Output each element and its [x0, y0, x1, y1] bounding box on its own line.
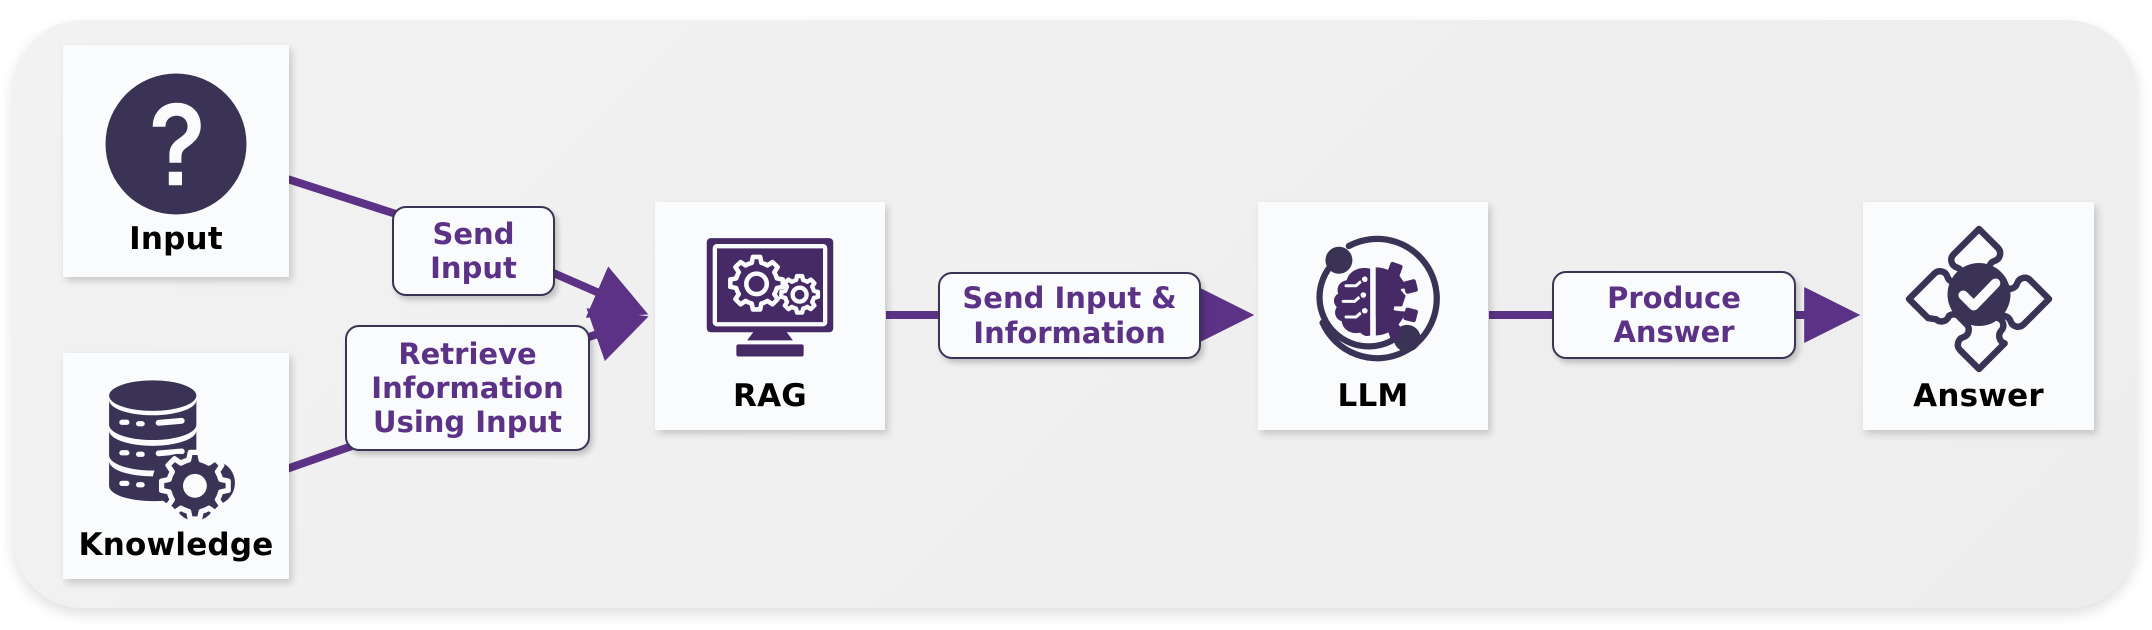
edge-label-produce-answer[interactable]: Produce Answer [1552, 271, 1796, 359]
edge-label-retrieve-line2: Information [371, 370, 564, 405]
node-answer[interactable]: Answer [1863, 202, 2094, 430]
node-llm[interactable]: LLM [1258, 202, 1488, 430]
question-mark-circle-icon [63, 63, 289, 224]
edge-label-send-info-line1: Send Input & [962, 281, 1177, 316]
edge-label-send-input-line2: Input [430, 251, 517, 285]
edge-label-send-input-line1: Send [432, 216, 515, 251]
edge-label-produce-line2: Answer [1613, 315, 1735, 349]
node-rag-label: RAG [733, 378, 807, 414]
edge-label-retrieve-information[interactable]: Retrieve Information Using Input [345, 325, 590, 451]
edge-label-produce-line1: Produce [1607, 280, 1741, 315]
brain-gear-orbit-icon [1258, 218, 1488, 381]
node-rag[interactable]: RAG [655, 202, 885, 430]
edge-label-retrieve-line1: Retrieve [398, 336, 537, 371]
monitor-gears-icon [655, 218, 885, 381]
edge-label-retrieve-line3: Using Input [373, 405, 562, 440]
node-llm-label: LLM [1337, 378, 1409, 414]
edge-label-send-input[interactable]: Send Input [392, 206, 555, 296]
node-knowledge-label: Knowledge [78, 527, 274, 563]
node-knowledge[interactable]: Knowledge [63, 353, 289, 579]
node-input-label: Input [129, 221, 223, 257]
database-stack-gear-icon [63, 365, 289, 530]
puzzle-check-icon [1863, 216, 2094, 381]
node-input[interactable]: Input [63, 45, 289, 277]
edge-label-send-info-line2: Information [973, 315, 1166, 350]
node-answer-label: Answer [1913, 378, 2044, 414]
edge-label-send-input-and-information[interactable]: Send Input & Information [938, 272, 1201, 359]
